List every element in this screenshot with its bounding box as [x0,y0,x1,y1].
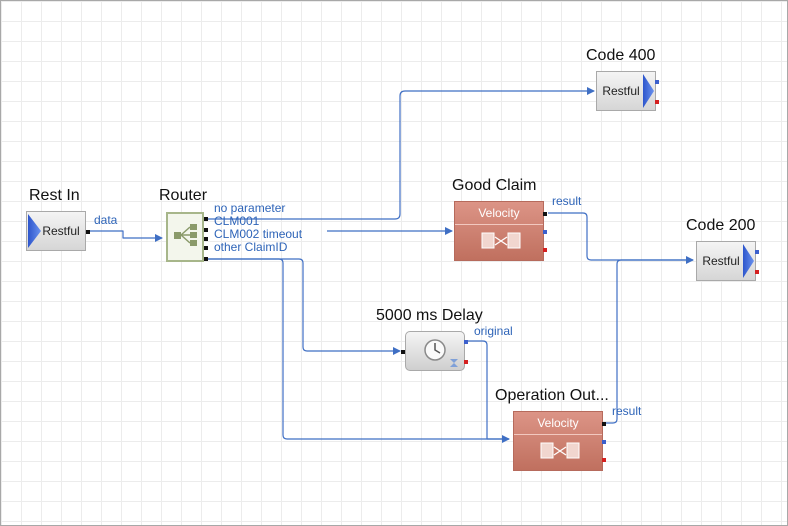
route-port-5[interactable] [204,257,208,261]
port-label-result: result [612,404,642,418]
error-port[interactable] [464,360,468,364]
fault-port[interactable] [543,248,547,252]
delay-node[interactable] [401,331,468,371]
operation-out-node[interactable]: Velocity [513,411,606,471]
node-type-label: Restful [702,254,740,268]
node-title-code-400: Code 400 [586,47,656,64]
fault-port[interactable] [602,458,606,462]
node-type-label: Velocity [455,202,543,225]
output-port[interactable] [464,340,468,344]
route-port-2[interactable] [204,228,208,232]
port-label-data: data [94,213,118,227]
route-label-other-claimid: other ClaimID [214,240,288,254]
route-port-1[interactable] [204,217,208,221]
node-title-delay: 5000 ms Delay [376,307,483,324]
output-port[interactable] [543,212,547,216]
node-title-good-claim: Good Claim [452,177,537,194]
error-port[interactable] [602,440,606,444]
blue-arrow-icon [743,244,754,278]
link-rest-in-to-router[interactable] [87,230,163,242]
port-label-result: result [552,194,582,208]
clock-hourglass-icon [424,339,458,367]
route-label-clm001: CLM001 [214,214,260,228]
link-delay-to-operation-out[interactable] [467,340,509,440]
link-router-clm001-to-code-400[interactable] [207,87,595,220]
node-title-code-200: Code 200 [686,217,756,234]
code-400-node[interactable]: Restful [596,71,659,111]
output-port[interactable] [655,80,659,84]
error-port[interactable] [655,100,659,104]
blue-arrow-icon [643,74,654,108]
port-label-original: original [474,324,513,338]
input-port[interactable] [401,350,405,354]
error-port[interactable] [755,270,759,274]
link-router-other-to-delay[interactable] [207,258,401,355]
error-port[interactable] [543,230,547,234]
link-router-to-operation-out[interactable] [207,258,510,443]
output-port[interactable] [602,422,606,426]
node-title-router: Router [159,187,208,204]
output-port[interactable] [86,230,90,234]
router-icon [174,224,197,246]
rest-in-node[interactable]: Restful [26,211,90,251]
node-title-rest-in: Rest In [29,187,80,204]
blue-arrow-icon [28,214,41,248]
output-port[interactable] [755,250,759,254]
route-label-clm002-timeout: CLM002 timeout [214,227,303,241]
link-good-claim-to-code-200[interactable] [548,212,694,264]
router-node[interactable] [166,212,208,262]
route-label-no-parameter: no parameter [214,201,286,215]
node-type-label: Velocity [514,412,602,435]
link-operation-out-to-code-200[interactable] [606,259,693,424]
node-title-operation-out: Operation Out... [495,387,609,404]
route-port-4[interactable] [204,246,208,250]
velocity-transform-icon [540,442,580,459]
node-type-label: Restful [42,224,80,238]
good-claim-node[interactable]: Velocity [454,201,547,261]
node-type-label: Restful [602,84,640,98]
code-200-node[interactable]: Restful [696,241,759,281]
velocity-transform-icon [481,232,521,249]
route-port-3[interactable] [204,237,208,241]
